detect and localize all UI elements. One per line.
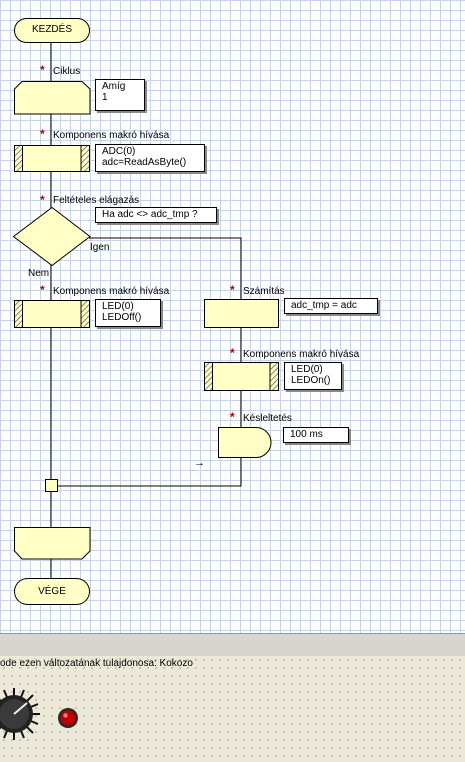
macro1-star-icon: * — [40, 127, 45, 141]
loop-note: Amíg 1 — [95, 79, 145, 111]
decision-yes-label: Igen — [90, 242, 110, 253]
decision-block[interactable] — [13, 207, 91, 267]
decision-note: Ha adc <> adc_tmp ? — [95, 207, 217, 223]
arrow-right-icon: → — [194, 457, 205, 469]
owner-text: ode ezen változatának tulajdonosa: Kokoz… — [0, 658, 193, 669]
loop-note-line: 1 — [102, 92, 108, 103]
flowchart-canvas[interactable]: KEZDÉS * Ciklus Amíg 1 * Komponens makró… — [0, 0, 465, 633]
macro1-title: Komponens makró hívása — [53, 130, 170, 141]
macro-yes-note: LED(0) LEDOn() — [284, 362, 342, 390]
delay-star-icon: * — [230, 410, 235, 424]
macro-yes-note-line: LEDOn() — [291, 375, 331, 386]
join-point[interactable] — [45, 479, 59, 493]
delay-note: 100 ms — [283, 427, 349, 443]
macro-no-note-line: LED(0) — [102, 301, 134, 312]
calc-block[interactable] — [204, 299, 280, 329]
macro1-block[interactable] — [14, 145, 90, 173]
loop-star-icon: * — [40, 63, 45, 77]
loop-title: Ciklus — [53, 66, 81, 77]
macro-no-note-line: LEDOff() — [102, 312, 142, 323]
start-terminator[interactable] — [14, 18, 90, 44]
component-panel[interactable]: ode ezen változatának tulajdonosa: Kokoz… — [0, 656, 465, 762]
macro-no-block[interactable] — [14, 300, 90, 329]
macro1-note-line: ADC(0) — [102, 146, 136, 157]
flowchart-diagram — [50, 42, 242, 578]
decision-note-line: Ha adc <> adc_tmp ? — [102, 209, 198, 220]
delay-note-line: 100 ms — [290, 429, 323, 440]
decision-star-icon: * — [40, 193, 45, 207]
macro-yes-block[interactable] — [204, 362, 280, 392]
macro-yes-title: Komponens makró hívása — [243, 349, 360, 360]
macro-no-star-icon: * — [40, 283, 45, 297]
loop-note-line: Amíg — [102, 81, 126, 92]
loop-end-block[interactable] — [14, 527, 91, 560]
delay-block[interactable] — [218, 427, 273, 459]
end-terminator[interactable] — [14, 578, 90, 606]
macro-no-title: Komponens makró hívása — [53, 286, 170, 297]
knob-icon[interactable] — [0, 686, 42, 742]
loop-block[interactable] — [14, 81, 91, 115]
macro-yes-star-icon: * — [230, 346, 235, 360]
splitter-bar[interactable] — [0, 633, 465, 657]
calc-note-line: adc_tmp = adc — [291, 300, 357, 311]
macro1-note: ADC(0) adc=ReadAsByte() — [95, 144, 205, 172]
decision-title: Feltételes elágazás — [53, 195, 140, 206]
start-label: KEZDÉS — [31, 24, 72, 35]
delay-title: Késleltetés — [243, 413, 292, 424]
calc-title: Számítás — [243, 286, 285, 297]
connector-lines — [50, 42, 242, 578]
calc-note: adc_tmp = adc — [284, 298, 378, 314]
led-icon[interactable] — [57, 707, 79, 729]
macro-yes-note-line: LED(0) — [291, 364, 323, 375]
macro-no-note: LED(0) LEDOff() — [95, 299, 161, 327]
end-label: VÉGE — [38, 586, 66, 597]
macro1-note-line: adc=ReadAsByte() — [102, 157, 187, 168]
calc-star-icon: * — [230, 283, 235, 297]
decision-no-label: Nem — [28, 268, 50, 279]
